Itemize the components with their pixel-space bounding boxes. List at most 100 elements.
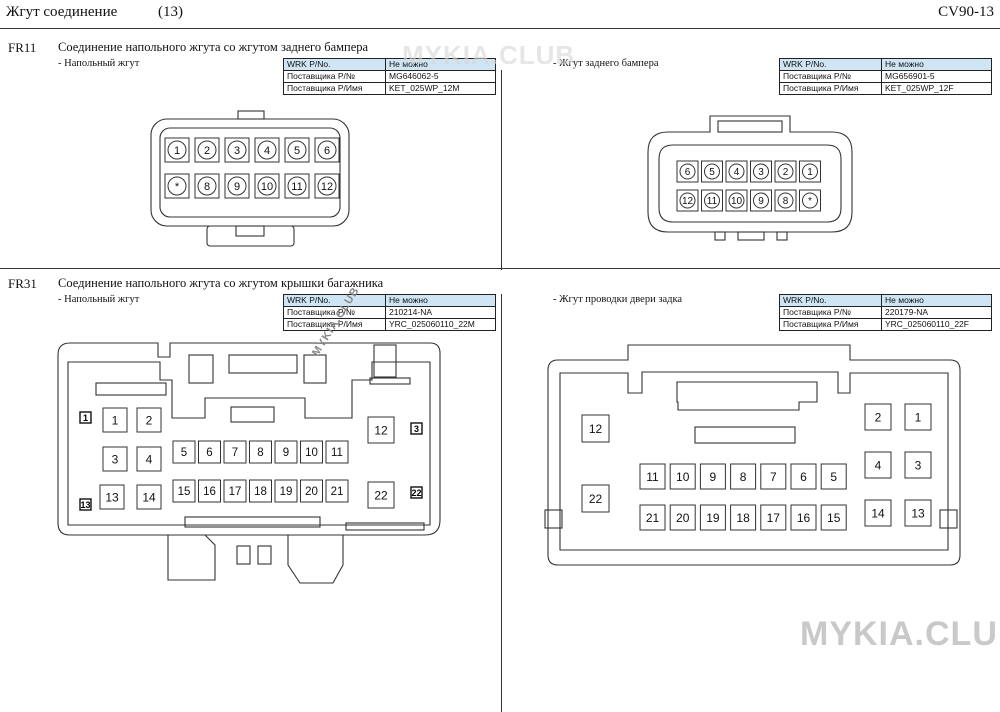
page-code: CV90-13 — [938, 4, 994, 20]
fr31-male-connector-body — [57, 342, 441, 584]
pin-label: 9 — [710, 470, 717, 484]
pin-label: 14 — [871, 506, 885, 520]
pin-label: 6 — [324, 145, 330, 157]
fr11-female-pin: 2 — [774, 160, 797, 183]
fr11-male-connector-body — [150, 110, 350, 247]
section-divider — [0, 268, 1000, 269]
pin-label: 22 — [374, 488, 388, 502]
pin-label: 11 — [646, 470, 659, 484]
fr11-female-pin: 11 — [701, 189, 723, 212]
fr11-male-pin: 2 — [194, 137, 220, 163]
svg-text:3: 3 — [414, 424, 419, 434]
fr11-female-pin: * — [799, 189, 821, 212]
pin-label: 18 — [736, 511, 750, 525]
pin-number-marker: 22 — [410, 486, 423, 499]
fr31-male-pin: 9 — [274, 440, 298, 464]
fr31-female-pin: 18 — [730, 504, 757, 531]
fr11-female-pin: 12 — [676, 189, 699, 212]
header-divider — [0, 28, 1000, 29]
pin-label: 3 — [112, 452, 119, 466]
pin-label: 7 — [232, 447, 238, 459]
fr31-male-pin: 3 — [102, 446, 128, 472]
fr31-left-subtitle: - Напольный жгут — [58, 294, 140, 305]
pin-label: 13 — [911, 506, 925, 520]
pin-label: 11 — [331, 447, 343, 459]
fr31-female-pin: 8 — [730, 463, 757, 490]
fr11-female-connector-body — [647, 115, 853, 241]
pin-label: 10 — [305, 447, 318, 459]
fr11-male-pin: 10 — [254, 173, 280, 199]
fr31-male-pin: 15 — [172, 479, 196, 503]
pin-label: 6 — [800, 470, 807, 484]
info-value-name: KET_025WP_12M — [385, 82, 496, 95]
pin-label: 16 — [203, 486, 216, 498]
pin-label: 15 — [178, 486, 191, 498]
pin-label: 3 — [758, 167, 764, 178]
fr31-female-pin: 12 — [581, 414, 610, 443]
fr11-male-pin: 3 — [224, 137, 250, 163]
svg-text:22: 22 — [411, 488, 421, 498]
fr31-male-pin: 16 — [198, 479, 221, 503]
info-label-wrk: WRK P/No. — [779, 58, 882, 71]
fr11-code: FR11 — [8, 40, 37, 55]
pin-label: * — [175, 181, 180, 193]
fr31-male-pin: 2 — [136, 407, 162, 433]
fr31-male-pin: 10 — [300, 440, 323, 464]
fr31-female-pin: 16 — [790, 504, 817, 531]
pin-label: 14 — [142, 490, 156, 504]
fr11-title: Соединение напольного жгута со жгутом за… — [58, 40, 369, 54]
fr31-male-pin: 8 — [249, 440, 272, 464]
fr31-male-pin: 4 — [136, 446, 162, 472]
pin-label: 3 — [915, 458, 922, 472]
pin-label: 22 — [589, 492, 603, 506]
info-label-wrk: WRK P/No. — [283, 294, 386, 307]
fr11-male-pin: 12 — [314, 173, 340, 199]
fr31-female-connector-body — [544, 344, 961, 566]
fr11-male-pin: 8 — [194, 173, 220, 199]
fr31-female-pin: 19 — [699, 504, 726, 531]
fr31-female-pin: 3 — [904, 451, 932, 479]
pin-label: 13 — [105, 490, 119, 504]
fr31-male-pin: 6 — [198, 440, 221, 464]
info-value-wrk: Не можно — [385, 58, 496, 71]
pin-label: 9 — [758, 196, 764, 207]
fr31-male-pin: 17 — [223, 479, 247, 503]
fr31-male-pin: 21 — [325, 479, 349, 503]
page-title: Жгут соединение — [6, 4, 118, 20]
pin-label: 12 — [321, 181, 333, 193]
pin-label: 11 — [707, 196, 718, 207]
pin-label: 8 — [740, 470, 747, 484]
fr31-male-pin: 20 — [300, 479, 323, 503]
svg-text:1: 1 — [83, 413, 88, 423]
pin-label: 8 — [257, 447, 263, 459]
pin-label: 3 — [234, 145, 240, 157]
fr31-code: FR31 — [8, 276, 37, 291]
pin-label: 1 — [174, 145, 180, 157]
fr31-female-pin: 22 — [581, 484, 610, 513]
fr31-male-pin: 19 — [274, 479, 298, 503]
fr11-female-pin: 6 — [676, 160, 699, 183]
pin-label: 2 — [204, 145, 210, 157]
fr31-female-pin: 2 — [864, 403, 892, 431]
fr11-female-pin: 4 — [725, 160, 748, 183]
fr31-female-pin: 13 — [904, 499, 932, 527]
fr31-female-pin: 6 — [790, 463, 817, 490]
fr11-male-pin: 5 — [284, 137, 310, 163]
pin-label: 5 — [294, 145, 300, 157]
pin-label: 17 — [767, 511, 781, 525]
svg-text:13: 13 — [80, 500, 90, 510]
fr31-female-pin: 20 — [669, 504, 696, 531]
pin-label: 21 — [646, 511, 660, 525]
pin-label: 2 — [875, 410, 882, 424]
pin-label: 8 — [204, 181, 210, 193]
pin-label: 7 — [770, 470, 777, 484]
pin-label: 19 — [706, 511, 720, 525]
pin-label: 5 — [709, 167, 715, 178]
info-label-name: Поставщика P/Имя — [779, 318, 882, 331]
fr11-left-subtitle: - Напольный жгут — [58, 58, 140, 69]
fr11-male-pin: 6 — [314, 137, 340, 163]
pin-label: 12 — [682, 196, 694, 207]
fr31-female-pin: 7 — [760, 463, 787, 490]
